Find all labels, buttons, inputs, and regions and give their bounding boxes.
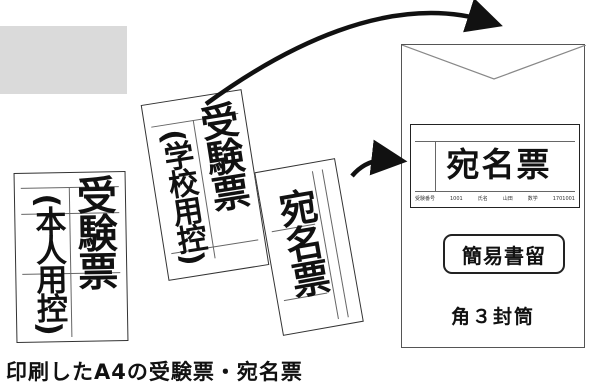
label-card-title: 宛名票 — [446, 145, 552, 184]
grey-placeholder-block — [0, 26, 127, 94]
label-card-fields-row: 受験番号 1001 氏名 山田 数学 1701001 — [415, 193, 575, 205]
label-field: 山田 — [502, 196, 513, 202]
envelope-flap — [402, 45, 586, 80]
caption: 印刷したA4の受験票・宛名票 — [6, 360, 303, 384]
envelope-type-label: 角３封筒 — [450, 306, 535, 328]
label-field: 氏名 — [477, 196, 488, 202]
registered-mail-label: 簡易書留 — [443, 234, 565, 274]
label-field: 1001 — [450, 196, 463, 202]
arrow-to-envelope — [204, 0, 503, 106]
arrow-to-label — [350, 139, 408, 178]
label-field: 1701001 — [552, 196, 575, 202]
address-label-on-envelope: 宛名票 受験番号 1001 氏名 山田 数学 1701001 — [410, 124, 580, 208]
label-field: 受験番号 — [415, 196, 436, 202]
label-field: 数学 — [527, 196, 538, 202]
